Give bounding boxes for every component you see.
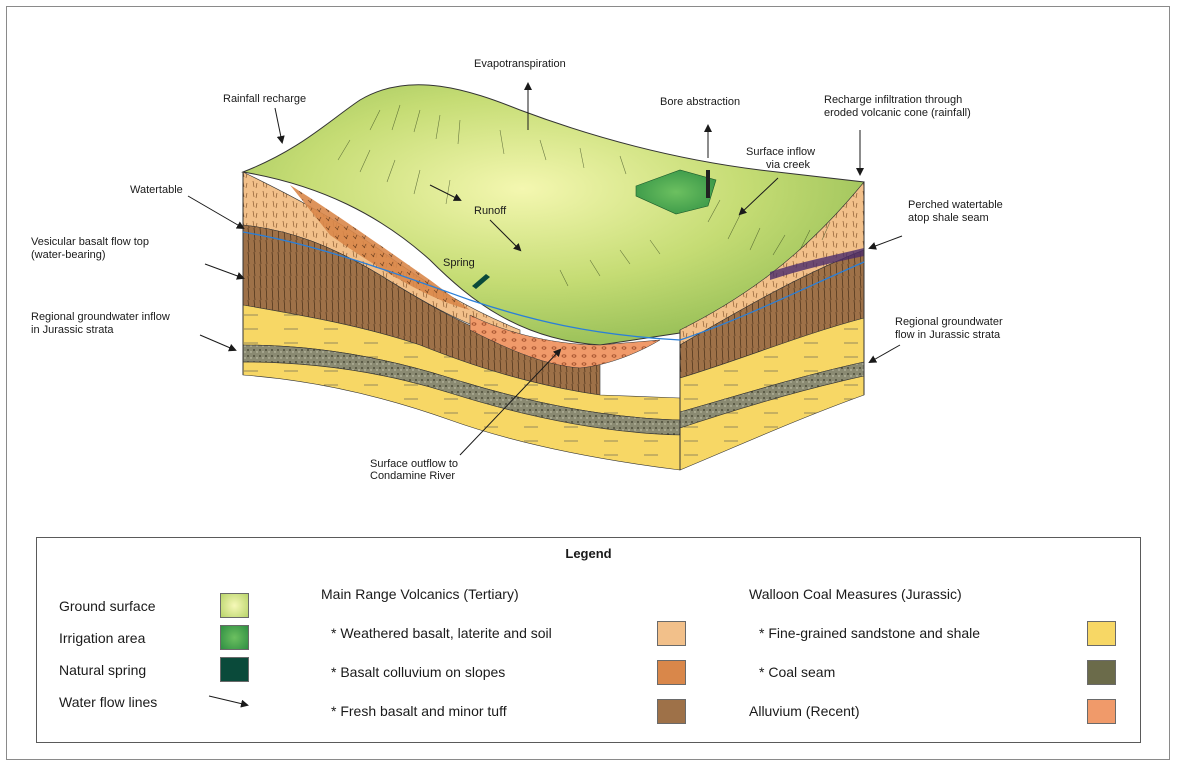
label-outflow-1: Surface outflow to bbox=[370, 458, 459, 470]
legend-coal-swatch bbox=[1087, 660, 1116, 685]
legend-volcanics-heading: Main Range Volcanics (Tertiary) bbox=[321, 586, 519, 602]
label-surface-inflow-1: Surface inflow bbox=[746, 146, 816, 158]
label-recharge-infiltration-1: Recharge infiltration through bbox=[824, 94, 963, 106]
label-evapotranspiration: Evapotranspiration bbox=[474, 58, 566, 70]
legend-irrigation-label: Irrigation area bbox=[59, 630, 146, 646]
rainfall-arrow bbox=[274, 107, 285, 144]
label-recharge-infiltration-2: eroded volcanic cone (rainfall) bbox=[824, 107, 971, 119]
legend-alluvium-swatch bbox=[1087, 699, 1116, 724]
label-regional-flow-2: flow in Jurassic strata bbox=[895, 329, 1001, 341]
legend-coal-label: * Coal seam bbox=[759, 664, 836, 680]
label-regional-inflow-1: Regional groundwater inflow bbox=[31, 311, 170, 323]
watertable-arrow bbox=[187, 195, 245, 230]
bore bbox=[706, 170, 710, 198]
label-watertable: Watertable bbox=[130, 184, 183, 196]
legend: Legend Ground surface Irrigation area Na… bbox=[36, 537, 1141, 743]
creek-arrow bbox=[738, 177, 779, 216]
natural-spring bbox=[472, 274, 490, 289]
hill-hatching bbox=[337, 104, 831, 287]
label-runoff: Runoff bbox=[474, 205, 507, 217]
runoff-arrow-2 bbox=[429, 184, 462, 201]
label-bore-abstraction: Bore abstraction bbox=[660, 96, 741, 108]
perched-arrow bbox=[868, 235, 903, 250]
legend-ground-surface-swatch bbox=[220, 593, 249, 618]
legend-alluvium-label: Alluvium (Recent) bbox=[749, 703, 860, 719]
legend-spring-label: Natural spring bbox=[59, 662, 147, 678]
legend-title: Legend bbox=[565, 546, 612, 561]
perched-shale bbox=[770, 248, 864, 280]
legend-irrigation-swatch bbox=[220, 625, 249, 650]
label-surface-inflow-2: via creek bbox=[766, 159, 811, 171]
legend-sandstone-label: * Fine-grained sandstone and shale bbox=[759, 625, 981, 641]
legend-weathered-swatch bbox=[657, 621, 686, 646]
label-outflow-2: Condamine River bbox=[370, 470, 455, 482]
legend-ground-surface-label: Ground surface bbox=[59, 598, 156, 614]
legend-fresh-basalt-label: * Fresh basalt and minor tuff bbox=[331, 703, 507, 719]
left-face-alluvium bbox=[469, 314, 661, 369]
runoff-arrow-1 bbox=[489, 219, 522, 252]
legend-flow-lines-label: Water flow lines bbox=[59, 694, 158, 710]
right-face-sand-2 bbox=[679, 375, 865, 471]
outflow-arrow bbox=[459, 348, 562, 456]
label-perched-2: atop shale seam bbox=[908, 212, 989, 224]
label-perched-1: Perched watertable bbox=[908, 199, 1003, 211]
legend-sandstone-swatch bbox=[1087, 621, 1116, 646]
legend-spring-swatch bbox=[220, 657, 249, 682]
label-vesicular-1: Vesicular basalt flow top bbox=[31, 236, 150, 248]
irrigation-area bbox=[635, 169, 717, 215]
legend-colluvium-swatch bbox=[657, 660, 686, 685]
legend-walloon-heading: Walloon Coal Measures (Jurassic) bbox=[749, 586, 962, 602]
label-regional-inflow-2: in Jurassic strata bbox=[31, 324, 114, 336]
legend-flow-arrow-icon bbox=[208, 695, 249, 708]
left-face-colluvium bbox=[290, 185, 470, 310]
label-vesicular-2: (water-bearing) bbox=[31, 249, 106, 261]
watertable-line bbox=[242, 231, 865, 341]
inflow-arrow bbox=[199, 334, 237, 352]
label-rainfall-recharge: Rainfall recharge bbox=[223, 93, 307, 105]
legend-weathered-label: * Weathered basalt, laterite and soil bbox=[331, 625, 552, 641]
ground-surface bbox=[241, 84, 865, 346]
flow-arrows bbox=[187, 82, 903, 456]
vesicular-arrow bbox=[204, 263, 245, 280]
label-regional-flow-1: Regional groundwater bbox=[895, 316, 1003, 328]
regional-flow-arrow bbox=[868, 344, 901, 363]
legend-colluvium-label: * Basalt colluvium on slopes bbox=[331, 664, 506, 680]
legend-fresh-basalt-swatch bbox=[657, 699, 686, 724]
label-spring: Spring bbox=[443, 257, 475, 269]
figure-frame bbox=[6, 6, 1170, 760]
